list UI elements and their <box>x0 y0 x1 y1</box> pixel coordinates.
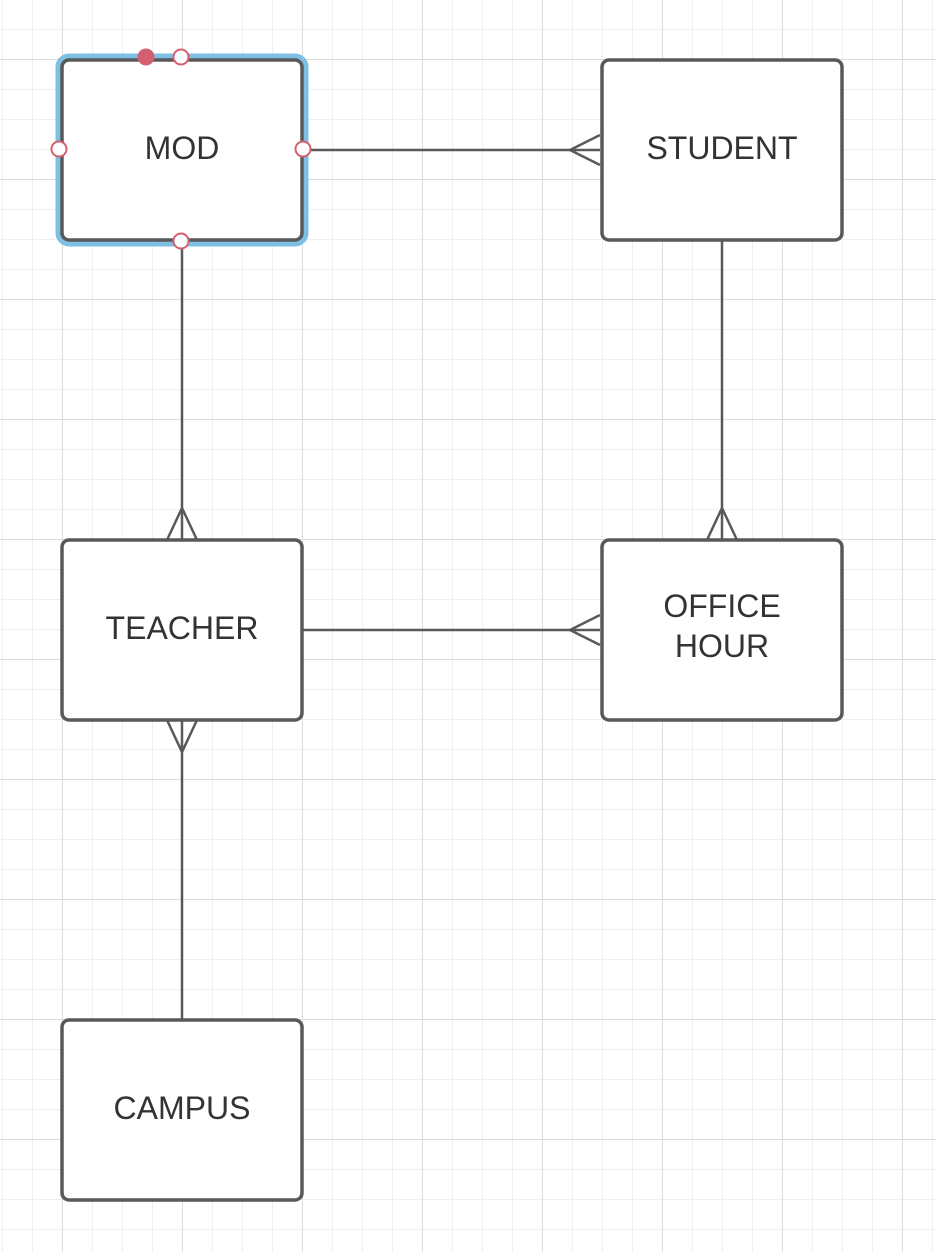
crowfoot-office-hour-top-icon <box>705 505 739 541</box>
entity-student[interactable]: STUDENT <box>600 58 844 242</box>
entity-office-hour-label-line1: OFFICE <box>663 588 780 624</box>
entity-teacher[interactable]: TEACHER <box>60 538 304 722</box>
connectors <box>165 133 739 1020</box>
connection-handle-right[interactable] <box>294 140 312 158</box>
entity-office-hour-label-line2: HOUR <box>675 628 769 664</box>
crowfoot-student-icon <box>567 133 601 167</box>
connection-handle-top[interactable] <box>172 48 190 66</box>
entity-mod[interactable]: MOD <box>55 53 309 247</box>
entity-teacher-box[interactable] <box>60 538 304 722</box>
entity-office-hour-box[interactable] <box>600 538 844 722</box>
connection-handle-left[interactable] <box>50 140 68 158</box>
crowfoot-teacher-bottom-icon <box>165 719 199 755</box>
entity-teacher-label: TEACHER <box>106 610 259 646</box>
connection-handles <box>50 48 312 250</box>
entity-student-box[interactable] <box>600 58 844 242</box>
rotate-handle[interactable] <box>137 48 155 66</box>
entity-campus[interactable]: CAMPUS <box>60 1018 304 1202</box>
entity-mod-label: MOD <box>145 130 220 166</box>
entity-office-hour[interactable]: OFFICE HOUR <box>600 538 844 722</box>
entity-campus-label: CAMPUS <box>114 1090 251 1126</box>
entity-student-label: STUDENT <box>646 130 797 166</box>
crowfoot-teacher-top-icon <box>165 505 199 541</box>
connection-handle-bottom[interactable] <box>172 232 190 250</box>
crowfoot-office-hour-left-icon <box>567 613 601 647</box>
entity-campus-box[interactable] <box>60 1018 304 1202</box>
